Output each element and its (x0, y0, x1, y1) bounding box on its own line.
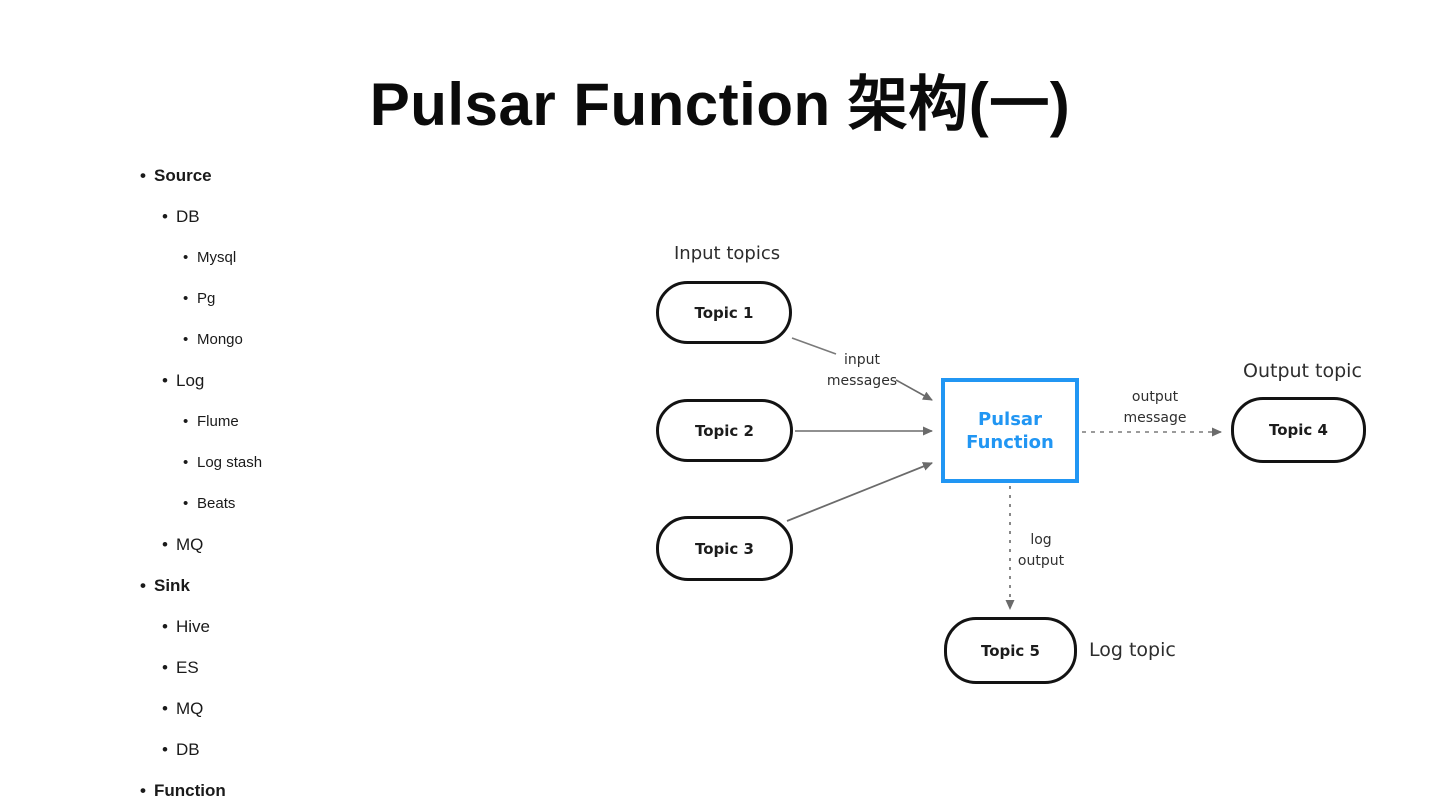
list-item: DB (140, 740, 470, 759)
list-item-label: Source (154, 166, 212, 185)
output-topic-label: Output topic (1243, 360, 1362, 382)
topic3-node: Topic 3 (656, 516, 793, 581)
list-item: Sink (140, 576, 470, 595)
list-item: Hive (140, 617, 470, 636)
topic5-node: Topic 5 (944, 617, 1077, 684)
log-topic-label: Log topic (1089, 639, 1176, 661)
outline-list: Source DB Mysql Pg Mongo Log Flume Log s… (140, 166, 470, 810)
list-item: Log stash (140, 453, 470, 472)
list-item-label: MQ (176, 699, 204, 718)
page-title: Pulsar Function 架构(一) (369, 71, 1071, 138)
list-item-label: Mysql (197, 249, 237, 266)
list-item: MQ (140, 699, 470, 718)
list-item-label: Mongo (197, 331, 243, 348)
list-item: DB (140, 207, 470, 226)
list-item-label: Log (176, 371, 205, 390)
list-item-label: Sink (154, 576, 190, 595)
list-item: ES (140, 658, 470, 677)
topic1-node: Topic 1 (656, 281, 792, 344)
list-item-label: MQ (176, 535, 204, 554)
list-item: Pg (140, 289, 470, 308)
log-output-label: log output (1017, 532, 1065, 569)
topic2-node: Topic 2 (656, 399, 793, 462)
list-item: Flume (140, 412, 470, 431)
list-item: Mysql (140, 248, 470, 267)
list-item-label: DB (176, 207, 200, 226)
input-messages-label: input messages (826, 352, 898, 389)
list-item-label: DB (176, 740, 200, 759)
list-item: Function (140, 781, 470, 800)
list-item-label: Pg (197, 290, 216, 307)
list-item: Log (140, 371, 470, 390)
input-topics-label: Input topics (674, 243, 781, 264)
list-item-label: Flume (197, 413, 239, 430)
list-item: MQ (140, 535, 470, 554)
list-item-label: ES (176, 658, 199, 677)
output-message-label: output message (1123, 389, 1187, 426)
list-item: Beats (140, 494, 470, 513)
list-item: Mongo (140, 330, 470, 349)
list-item: Source (140, 166, 470, 185)
list-item-label: Log stash (197, 454, 263, 471)
list-item-label: Hive (176, 617, 211, 636)
list-item-label: Function (154, 781, 226, 800)
edge-topic3-to-function (786, 462, 933, 522)
list-item-label: Beats (197, 495, 236, 512)
pulsar-function-node: Pulsar Function (941, 378, 1079, 483)
topic4-node: Topic 4 (1231, 397, 1366, 463)
